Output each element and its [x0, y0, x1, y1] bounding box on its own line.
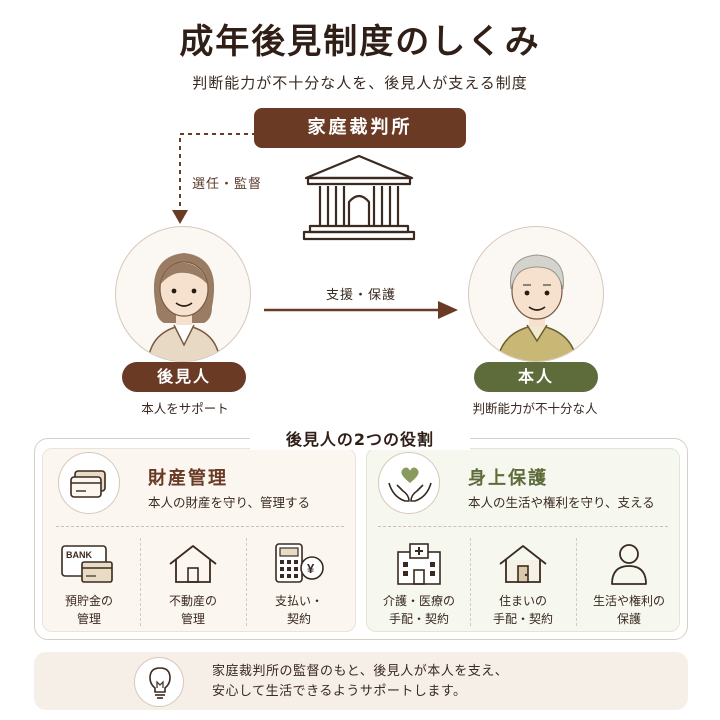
lightbulb-icon	[134, 657, 184, 707]
property-item-deposits: 預貯金の 管理	[39, 592, 139, 628]
courthouse-icon	[302, 154, 416, 241]
personal-divider-v1	[470, 538, 471, 626]
personal-divider-v2	[576, 538, 577, 626]
personal-divider	[378, 526, 668, 527]
property-divider	[56, 526, 344, 527]
hospital-icon	[397, 543, 441, 585]
house-icon	[169, 545, 217, 583]
heart-hands-icon	[378, 452, 440, 514]
personal-item-rights-line2: 保護	[616, 612, 641, 626]
property-desc: 本人の財産を守り、管理する	[148, 495, 311, 510]
svg-text:BANK: BANK	[66, 550, 92, 560]
svg-text:¥: ¥	[307, 561, 315, 576]
property-item-realestate: 不動産の 管理	[143, 592, 243, 628]
court-banner: 家庭裁判所	[254, 108, 466, 148]
property-item-realestate-line1: 不動産の	[168, 594, 217, 608]
property-divider-v2	[246, 538, 247, 626]
footer-text: 家庭裁判所の監督のもと、後見人が本人を支え、 安心して生活できるようサポートしま…	[212, 664, 509, 699]
guardian-caption: 本人をサポート	[141, 401, 229, 416]
property-item-payments-line1: 支払い・	[274, 594, 323, 608]
home-door-icon	[499, 545, 547, 583]
person-icon	[611, 544, 647, 585]
cards-icon	[58, 452, 120, 514]
ward-label: 本人	[474, 362, 598, 392]
select-supervise-arrow	[172, 133, 256, 224]
calculator-yen-icon: ¥	[275, 543, 324, 583]
support-protect-arrow	[264, 301, 458, 319]
personal-item-housing-line1: 住まいの	[498, 594, 547, 608]
ward-avatar	[468, 226, 604, 362]
personal-item-care-line1: 介護・医療の	[382, 594, 455, 608]
personal-desc: 本人の生活や権利を守り、支える	[468, 495, 655, 510]
property-item-payments-line2: 契約	[286, 612, 311, 626]
guardian-label: 後見人	[122, 362, 246, 392]
personal-item-care: 介護・医療の 手配・契約	[369, 592, 469, 628]
property-item-deposits-line1: 預貯金の	[64, 594, 113, 608]
property-divider-v1	[140, 538, 141, 626]
property-item-deposits-line2: 管理	[76, 612, 101, 626]
property-title: 財産管理	[148, 468, 228, 489]
property-item-realestate-line2: 管理	[180, 612, 205, 626]
select-supervise-label: 選任・監督	[192, 177, 263, 192]
personal-item-housing: 住まいの 手配・契約	[473, 592, 573, 628]
personal-item-care-line2: 手配・契約	[388, 612, 449, 626]
personal-title: 身上保護	[468, 468, 548, 489]
support-protect-label: 支援・保護	[326, 288, 397, 303]
personal-item-housing-line2: 手配・契約	[492, 612, 553, 626]
roles-heading: 後見人の2つの役割	[250, 426, 470, 450]
bank-card-icon: BANK	[61, 545, 113, 583]
page-title: 成年後見制度のしくみ	[179, 22, 541, 62]
personal-item-rights: 生活や権利の 保護	[579, 592, 679, 628]
ward-caption: 判断能力が不十分な人	[472, 401, 598, 416]
page-subtitle: 判断能力が不十分な人を、後見人が支える制度	[192, 74, 528, 92]
guardian-avatar	[115, 226, 251, 362]
personal-item-rights-line1: 生活や権利の	[592, 594, 665, 608]
property-item-payments: 支払い・ 契約	[249, 592, 349, 628]
